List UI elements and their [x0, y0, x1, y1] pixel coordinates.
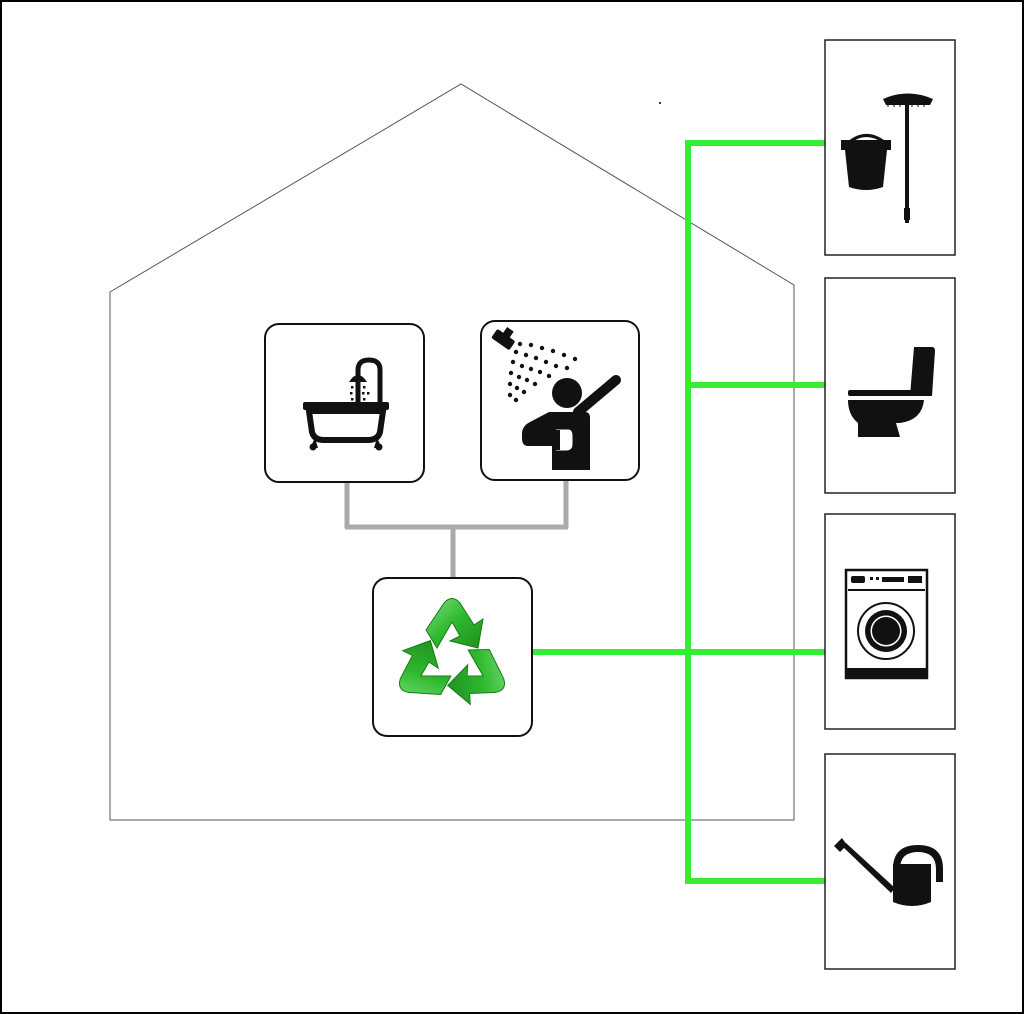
shower-icon	[491, 327, 621, 470]
grey-water-pipes	[344, 480, 569, 578]
house-outline	[109, 83, 795, 821]
use-garden	[824, 753, 956, 970]
bathtub-icon	[303, 357, 389, 451]
recycled-water-pipes	[532, 140, 826, 884]
bucket-mop-icon	[841, 93, 933, 223]
treatment-unit	[372, 577, 533, 737]
watering-can-icon	[834, 838, 943, 906]
use-toilet	[824, 277, 956, 494]
washing-machine-icon	[844, 568, 929, 680]
toilet-icon	[848, 347, 935, 437]
shower-source	[480, 320, 640, 481]
bathtub-source	[264, 323, 425, 483]
use-laundry	[824, 513, 956, 730]
recycle-icon	[398, 598, 506, 706]
use-cleaning	[824, 39, 956, 256]
speck	[659, 102, 661, 104]
